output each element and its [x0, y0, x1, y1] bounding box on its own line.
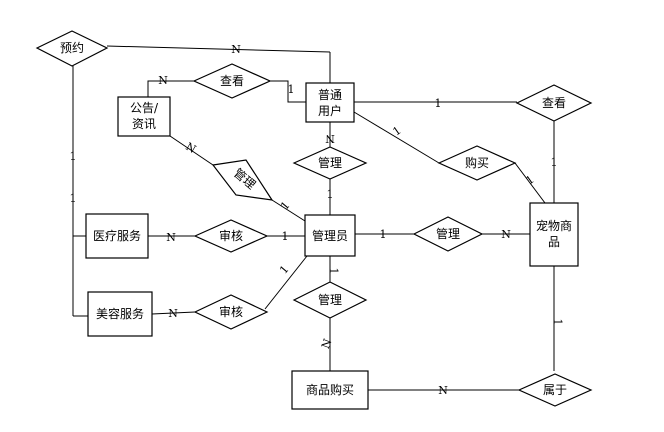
entity-pet: 宠物商 品	[529, 202, 579, 267]
card-reserve-services-1: 1	[70, 150, 77, 163]
card-manage-pet-pet: N	[501, 228, 511, 241]
entity-notice-label-1: 公告/	[130, 101, 159, 115]
card-user-manage: N	[325, 132, 335, 145]
entity-user-label-2: 用户	[318, 103, 342, 118]
relation-review-beauty-label: 审核	[219, 304, 243, 319]
entity-admin: 管理员	[304, 214, 356, 257]
relationships: 预约 查看 查看 管理 购买 管理 管理 审核	[35, 30, 593, 407]
edge-notice-manage	[169, 135, 214, 166]
entities: 普通 用户 公告/ 资讯 管理员 宠物商 品 医疗服务 美容服务 商品购买	[85, 82, 579, 410]
edge-notice-view	[147, 80, 194, 97]
relation-review-beauty: 审核	[193, 294, 269, 330]
entity-beauty: 美容服务	[87, 291, 153, 337]
entity-beauty-label: 美容服务	[96, 306, 144, 321]
edge-beauty-review	[151, 311, 196, 315]
card-review-admin: 1	[282, 230, 289, 243]
edge-view-user	[270, 80, 306, 103]
edge-review-admin-2	[264, 255, 308, 310]
entity-medical: 医疗服务	[85, 213, 149, 259]
entity-notice: 公告/ 资讯	[117, 96, 171, 137]
card-user-buy: 1	[390, 124, 403, 139]
relation-buy-label: 购买	[465, 155, 489, 170]
entity-user-label-1: 普通	[318, 88, 342, 102]
edge-buy-pet	[514, 162, 546, 204]
entity-pet-label-1: 宠物商	[536, 218, 572, 233]
relation-belong-label: 属于	[543, 383, 567, 397]
card-reserve-user: N	[231, 43, 241, 56]
card-purchase-belong: N	[438, 384, 448, 397]
card-buy-pet: 1	[523, 173, 536, 188]
entity-pet-label-2: 品	[548, 235, 560, 249]
entity-purchase: 商品购买	[291, 370, 369, 410]
card-beauty-review: N	[168, 307, 178, 320]
relation-view-pet: 查看	[515, 84, 593, 122]
relation-view-pet-label: 查看	[542, 96, 566, 110]
card-admin-manage-pet: 1	[380, 228, 387, 241]
card-medical-review: N	[166, 231, 176, 244]
entity-notice-label-2: 资讯	[132, 117, 156, 131]
card-view-notice-user: 1	[288, 83, 295, 96]
card-belong-pet: 1	[551, 319, 564, 326]
card-view-notice-notice: N	[158, 74, 168, 87]
relation-manage-user: 管理	[292, 146, 368, 180]
relation-belong: 属于	[517, 373, 593, 407]
relation-manage-purchase: 管理	[292, 281, 368, 319]
card-admin-manage-purchase: 1	[327, 268, 340, 275]
edge-reserve-user	[106, 45, 331, 53]
relation-reserve: 预约	[35, 30, 109, 67]
relation-manage-pet-label: 管理	[436, 226, 460, 241]
card-view-pet-pet: 1	[551, 156, 558, 169]
relation-manage-pet: 管理	[412, 216, 484, 252]
relation-view-notice-label: 查看	[220, 74, 244, 88]
card-reserve-services-2: 1	[70, 192, 77, 205]
relation-view-notice: 查看	[192, 63, 272, 99]
relation-reserve-label: 预约	[60, 40, 84, 55]
relation-manage-purchase-label: 管理	[318, 292, 342, 307]
card-user-view-pet: 1	[435, 97, 442, 110]
card-review-admin-2: 1	[277, 263, 291, 277]
relation-manage-notice: 管理	[211, 159, 274, 201]
relation-review-medical: 审核	[193, 219, 269, 253]
entity-user: 普通 用户	[305, 82, 355, 123]
card-manage-admin-2: 1	[278, 199, 292, 213]
edge-manage-admin-2	[271, 199, 306, 222]
connectors	[72, 45, 555, 391]
relation-manage-user-label: 管理	[318, 155, 342, 170]
card-manage-admin: 1	[327, 188, 334, 201]
relation-review-medical-label: 审核	[219, 228, 243, 243]
entity-admin-label: 管理员	[312, 228, 348, 243]
entity-medical-label: 医疗服务	[93, 228, 141, 243]
edge-user-buy	[353, 111, 440, 164]
entity-purchase-label: 商品购买	[306, 382, 354, 397]
relation-buy: 购买	[437, 145, 517, 181]
card-manage-purchase-purchase: N	[319, 337, 335, 351]
